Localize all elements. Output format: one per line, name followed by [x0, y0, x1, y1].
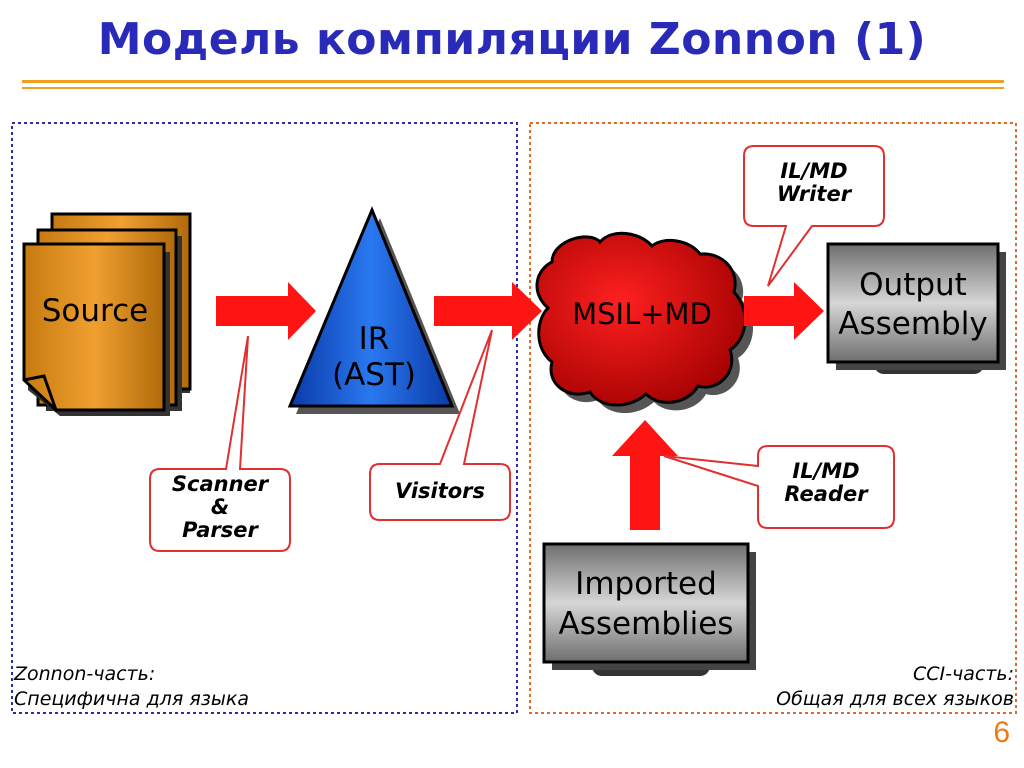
arrow-imported-to-msil: [612, 420, 678, 530]
reader-line1: IL/MD: [792, 459, 860, 483]
source-documents-shape: [22, 212, 192, 416]
scanner-line1: Scanner: [171, 472, 269, 496]
cci-caption-line2: Общая для всех языков: [776, 687, 1014, 710]
source-label: Source: [41, 293, 149, 329]
ir-label-line1: IR: [358, 321, 390, 357]
imported-assemblies-box: [542, 542, 756, 676]
writer-callout-shape: [743, 145, 885, 287]
arrow-msil-to-output: [744, 282, 824, 340]
cci-region-caption: CCI-часть: Общая для всех языков: [776, 662, 1014, 711]
scanner-parser-callout: Scanner & Parser: [150, 472, 290, 543]
arrow-ir-to-msil: [434, 282, 542, 340]
ir-label-line2: (AST): [331, 356, 416, 393]
writer-callout: IL/MD Writer: [744, 159, 884, 207]
scanner-line3: Parser: [182, 518, 258, 543]
scanner-line2: &: [210, 495, 230, 520]
msil-label: MSIL+MD: [572, 297, 712, 331]
visitors-callout: Visitors: [394, 479, 486, 503]
reader-callout-shape: [663, 445, 895, 529]
output-assembly-box: [826, 242, 1006, 374]
imported-label-line1: Imported: [575, 566, 717, 602]
output-assembly-label: Output Assembly: [830, 266, 996, 344]
imported-assemblies-label: Imported Assemblies: [546, 564, 746, 645]
reader-callout: IL/MD Reader: [758, 459, 894, 507]
arrow-source-to-ir: [216, 282, 316, 340]
cci-region-border: [529, 122, 1017, 714]
ir-triangle-shape: [287, 206, 460, 414]
reader-line2: Reader: [784, 482, 868, 507]
output-label-line2: Assembly: [838, 305, 988, 342]
writer-line2: Writer: [776, 182, 852, 207]
output-label-line1: Output: [859, 267, 967, 303]
page-title: Модель компиляции Zonnon (1): [97, 14, 927, 65]
msil-blob-shape: [535, 231, 754, 414]
visitors-callout-shape: [369, 329, 511, 521]
zonnon-caption-line1: Zonnon-часть:: [14, 663, 156, 685]
imported-label-line2: Assemblies: [558, 606, 734, 643]
zonnon-region-border: [11, 122, 518, 714]
writer-line1: IL/MD: [780, 159, 848, 183]
cci-caption-line1: CCI-часть:: [913, 663, 1014, 685]
zonnon-caption-line2: Специфична для языка: [14, 687, 249, 710]
scanner-parser-callout-shape: [149, 335, 291, 552]
zonnon-region-caption: Zonnon-часть: Специфична для языка: [14, 662, 249, 711]
title-underline: [22, 80, 1004, 89]
page-number: 6: [993, 716, 1010, 749]
ir-label: IR (AST): [312, 321, 436, 393]
